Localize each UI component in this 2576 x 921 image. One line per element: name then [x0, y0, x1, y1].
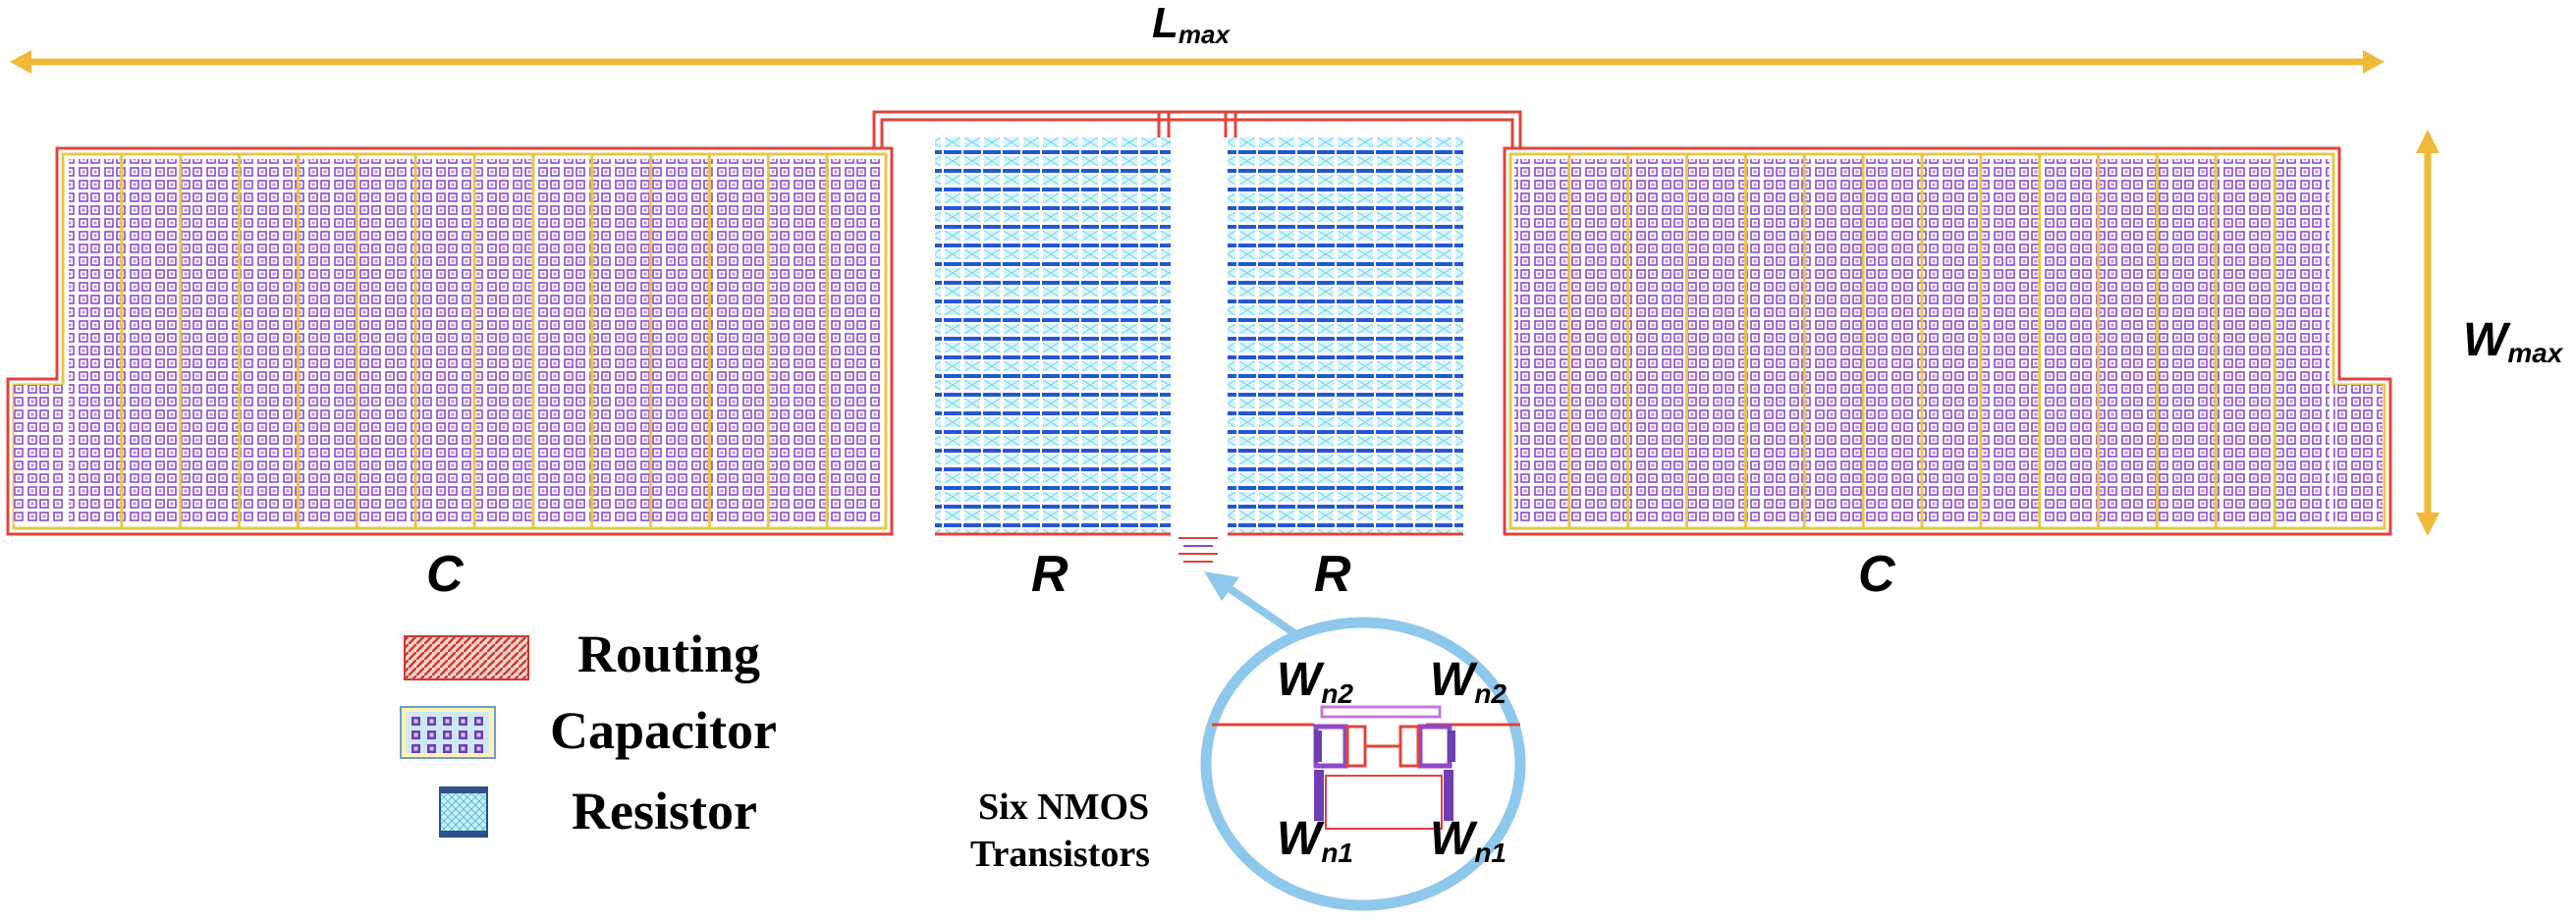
- legend-routing-swatch: [404, 635, 529, 680]
- callout-label-top-left: Wn2: [1277, 654, 1353, 709]
- callout-label-bottom-right: Wn1: [1430, 813, 1507, 868]
- length-label: Lmax: [1152, 0, 1231, 49]
- legend: Routing Capacitor Resistor: [400, 624, 777, 840]
- callout-label-bottom-left: Wn1: [1277, 813, 1353, 868]
- legend-routing-label: Routing: [577, 624, 760, 683]
- legend-resistor-label: Resistor: [572, 782, 757, 840]
- left-capacitor-array: [6, 146, 894, 536]
- right-resistor-array: [1228, 137, 1463, 536]
- right-capacitor-label: C: [1858, 546, 1896, 603]
- left-resistor-label: R: [1031, 546, 1069, 603]
- right-capacitor-array: [1503, 146, 2392, 536]
- capacitor-column-dividers: [1567, 154, 2276, 528]
- top-routing-bus: [872, 110, 1522, 148]
- callout-caption-line2: Transistors: [970, 834, 1150, 875]
- capacitor-column-dividers: [120, 154, 829, 528]
- callout-label-top-right: Wn2: [1430, 654, 1507, 709]
- legend-resistor-swatch: [439, 786, 488, 838]
- callout-caption-line1: Six NMOS: [978, 786, 1149, 828]
- width-label: Wmax: [2463, 314, 2564, 368]
- nmos-transistors-small: [1178, 537, 1218, 563]
- legend-capacitor-label: Capacitor: [550, 701, 777, 760]
- callout-ring: [1200, 617, 1526, 911]
- width-dimension-arrow: [2416, 130, 2439, 536]
- transistor-callout: Wn2 Wn2 Wn1 Wn1 Six NMOS Transistors: [970, 571, 1526, 911]
- callout-schematic: [1212, 705, 1520, 830]
- left-capacitor-label: C: [426, 546, 465, 603]
- length-dimension-arrow: [10, 50, 2384, 74]
- right-resistor-label: R: [1314, 546, 1351, 603]
- left-resistor-array: [935, 137, 1171, 536]
